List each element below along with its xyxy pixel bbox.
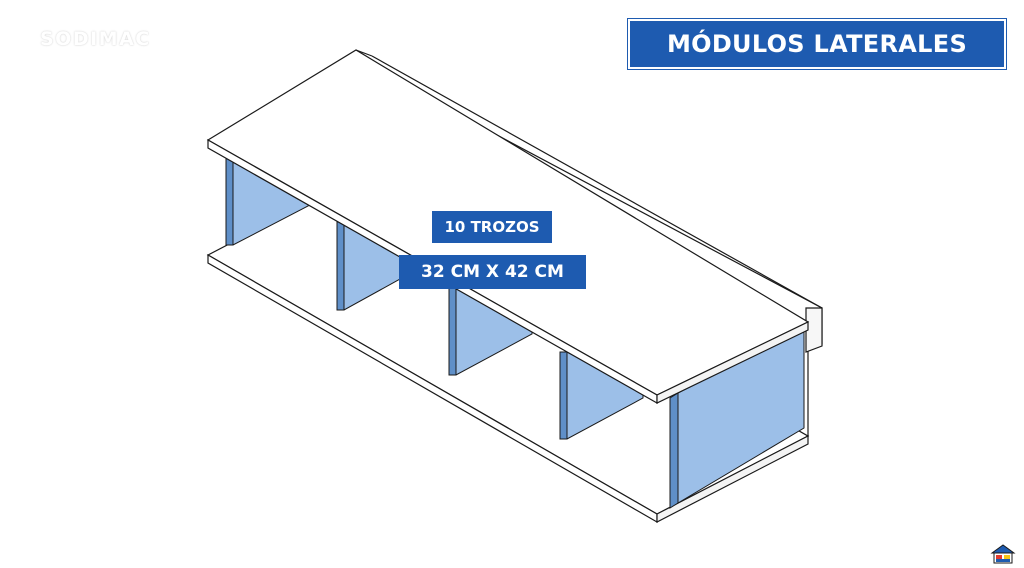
divider-panel-4: [559, 351, 644, 440]
pieces-label: 10 TROZOS: [432, 211, 552, 243]
section-title-banner: MÓDULOS LATERALES: [627, 18, 1007, 70]
section-title: MÓDULOS LATERALES: [666, 30, 968, 58]
top-board-back-edge: [355, 49, 823, 309]
divider-panel-3: [448, 287, 533, 376]
dimensions-label: 32 CM X 42 CM: [399, 255, 586, 289]
house-logo-icon: [990, 544, 1016, 564]
brand-watermark: SODIMAC: [40, 28, 151, 50]
